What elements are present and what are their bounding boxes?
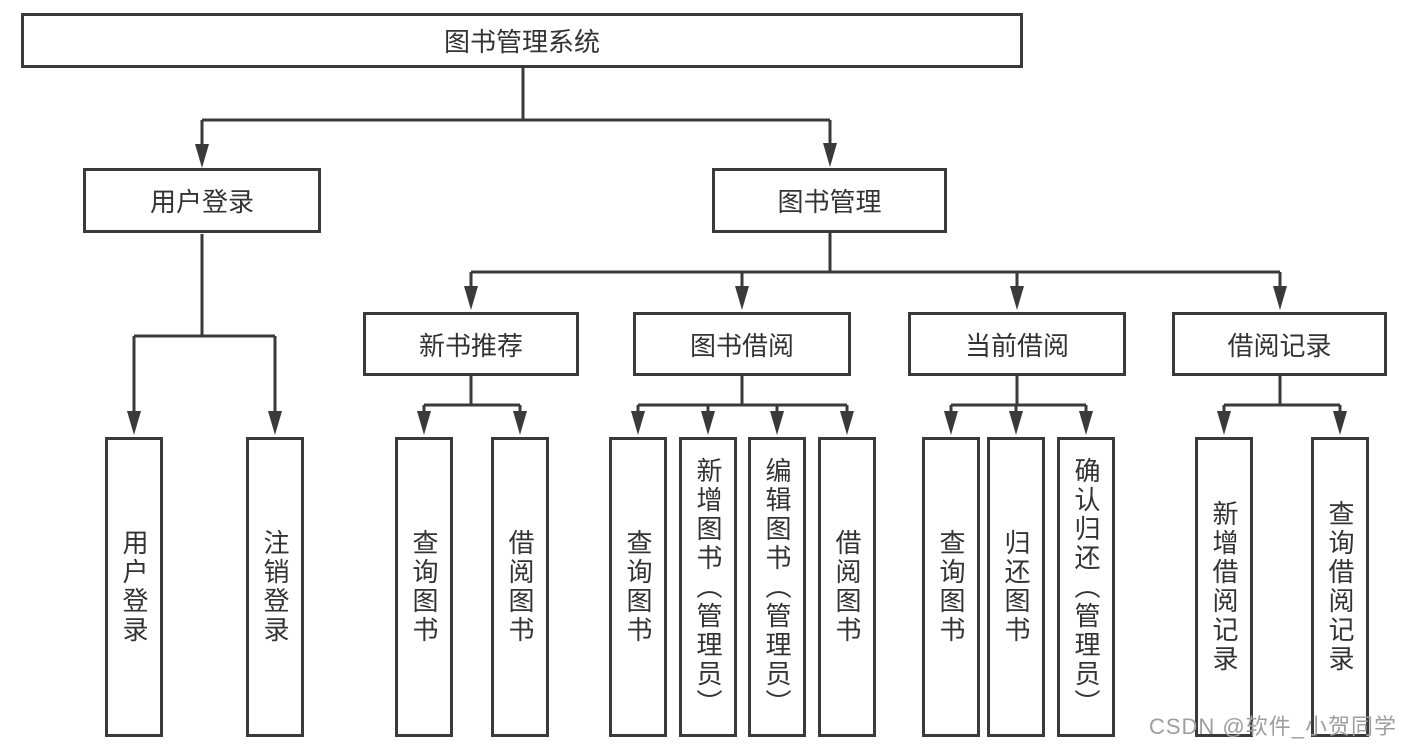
leaf-query-books-2-label: 查询图书: [623, 529, 653, 645]
leaf-query-books-1-label: 查询图书: [409, 529, 439, 645]
leaf-query-books-3-label: 查询图书: [936, 529, 966, 645]
node-current-borrow: 当前借阅: [908, 312, 1126, 376]
csdn-watermark: CSDN @软件_小贺同学: [1148, 714, 1397, 739]
node-borrow-records: 借阅记录: [1172, 312, 1387, 376]
leaf-add-borrow-record: 新增借阅记录: [1195, 437, 1253, 737]
node-book-management: 图书管理: [712, 168, 947, 233]
leaf-confirm-return-admin: 确认归还（管理员）: [1057, 437, 1115, 737]
node-new-book-recommend: 新书推荐: [363, 312, 579, 376]
node-user-login-label: 用户登录: [149, 187, 254, 217]
leaf-add-book-admin: 新增图书（管理员）: [679, 437, 737, 737]
leaf-borrow-books-1: 借阅图书: [491, 437, 549, 737]
leaf-user-login-label: 用户登录: [119, 529, 149, 645]
leaf-query-borrow-record: 查询借阅记录: [1311, 437, 1369, 737]
node-new-book-recommend-label: 新书推荐: [418, 330, 523, 361]
node-root-label: 图书管理系统: [443, 27, 600, 57]
node-current-borrow-label: 当前借阅: [964, 330, 1069, 361]
leaf-edit-book-admin: 编辑图书（管理员）: [748, 437, 806, 737]
leaf-logout: 注销登录: [246, 437, 304, 737]
leaf-borrow-books-2-label: 借阅图书: [832, 529, 862, 645]
leaf-query-books-2: 查询图书: [609, 437, 667, 737]
node-book-borrow: 图书借阅: [633, 312, 851, 376]
node-book-borrow-label: 图书借阅: [689, 330, 794, 361]
arrowheads: [127, 143, 1347, 435]
leaf-return-book-label: 归还图书: [1001, 529, 1031, 645]
leaf-return-book: 归还图书: [987, 437, 1045, 737]
node-user-login: 用户登录: [83, 168, 321, 233]
leaf-query-books-3: 查询图书: [922, 437, 980, 737]
leaf-add-borrow-record-label: 新增借阅记录: [1209, 500, 1239, 674]
leaf-borrow-books-1-label: 借阅图书: [505, 529, 535, 645]
leaf-borrow-books-2: 借阅图书: [818, 437, 876, 737]
node-root: 图书管理系统: [21, 13, 1023, 68]
leaf-add-book-admin-label: 新增图书（管理员）: [693, 456, 723, 718]
leaf-logout-label: 注销登录: [260, 529, 290, 645]
node-borrow-records-label: 借阅记录: [1227, 330, 1332, 361]
leaf-confirm-return-admin-label: 确认归还（管理员）: [1071, 456, 1101, 718]
leaf-query-books-1: 查询图书: [395, 437, 453, 737]
node-book-management-label: 图书管理: [777, 187, 882, 217]
leaf-edit-book-admin-label: 编辑图书（管理员）: [762, 456, 792, 718]
leaf-query-borrow-record-label: 查询借阅记录: [1325, 500, 1355, 674]
leaf-user-login: 用户登录: [105, 437, 163, 737]
